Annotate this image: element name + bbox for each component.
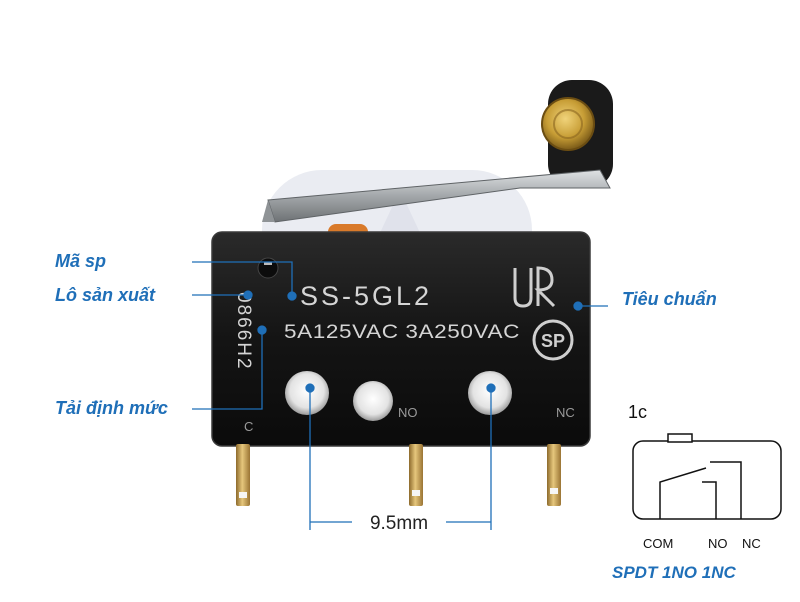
com-contact [659, 467, 707, 519]
callout-lines [192, 261, 608, 530]
terminal-label-c: C [244, 419, 253, 434]
no-contact [702, 481, 717, 519]
model-text: SS-5GL2 [300, 281, 432, 311]
terminal-nc: NC [742, 536, 761, 551]
roller-icon [541, 97, 595, 151]
mount-hole-left [285, 371, 329, 415]
terminal-label-nc: NC [556, 405, 575, 420]
callout-standard: Tiêu chuẩn [622, 289, 717, 309]
ur-certification-icon [513, 266, 556, 308]
terminal-label-no: NO [398, 405, 418, 420]
callout-rating: Tải định mức [55, 398, 168, 418]
pin-no [409, 444, 423, 506]
rating-text: 5A125VAC 3A250VAC [284, 322, 520, 343]
terminal-no: NO [708, 536, 728, 551]
pin-spacing-label: 9.5mm [370, 513, 428, 534]
switch-type-label: SPDT 1NO 1NC [612, 563, 736, 582]
switch-body: SP [211, 231, 591, 447]
callout-batch: Lô sản xuất [55, 285, 156, 305]
csa-certification-icon [532, 319, 574, 361]
callout-product-code: Mã sp [55, 251, 107, 271]
batch-code-text: 0866H2 [233, 292, 254, 371]
pin-com [236, 444, 250, 506]
leader-rating [192, 330, 263, 410]
terminal-pins [236, 444, 561, 506]
terminal-com: COM [643, 536, 673, 551]
csa-mark-text: SP [541, 331, 565, 351]
mount-hole-right [468, 371, 512, 415]
roller-lever [262, 80, 613, 223]
pin-nc [547, 444, 561, 506]
mount-hole-middle [353, 381, 393, 421]
leader-product-code [192, 261, 293, 296]
spdt-schematic: 1c COM NO NC SPDT 1NO 1NC [612, 402, 782, 582]
schematic-title: 1c [628, 402, 647, 422]
nc-contact [710, 461, 742, 519]
